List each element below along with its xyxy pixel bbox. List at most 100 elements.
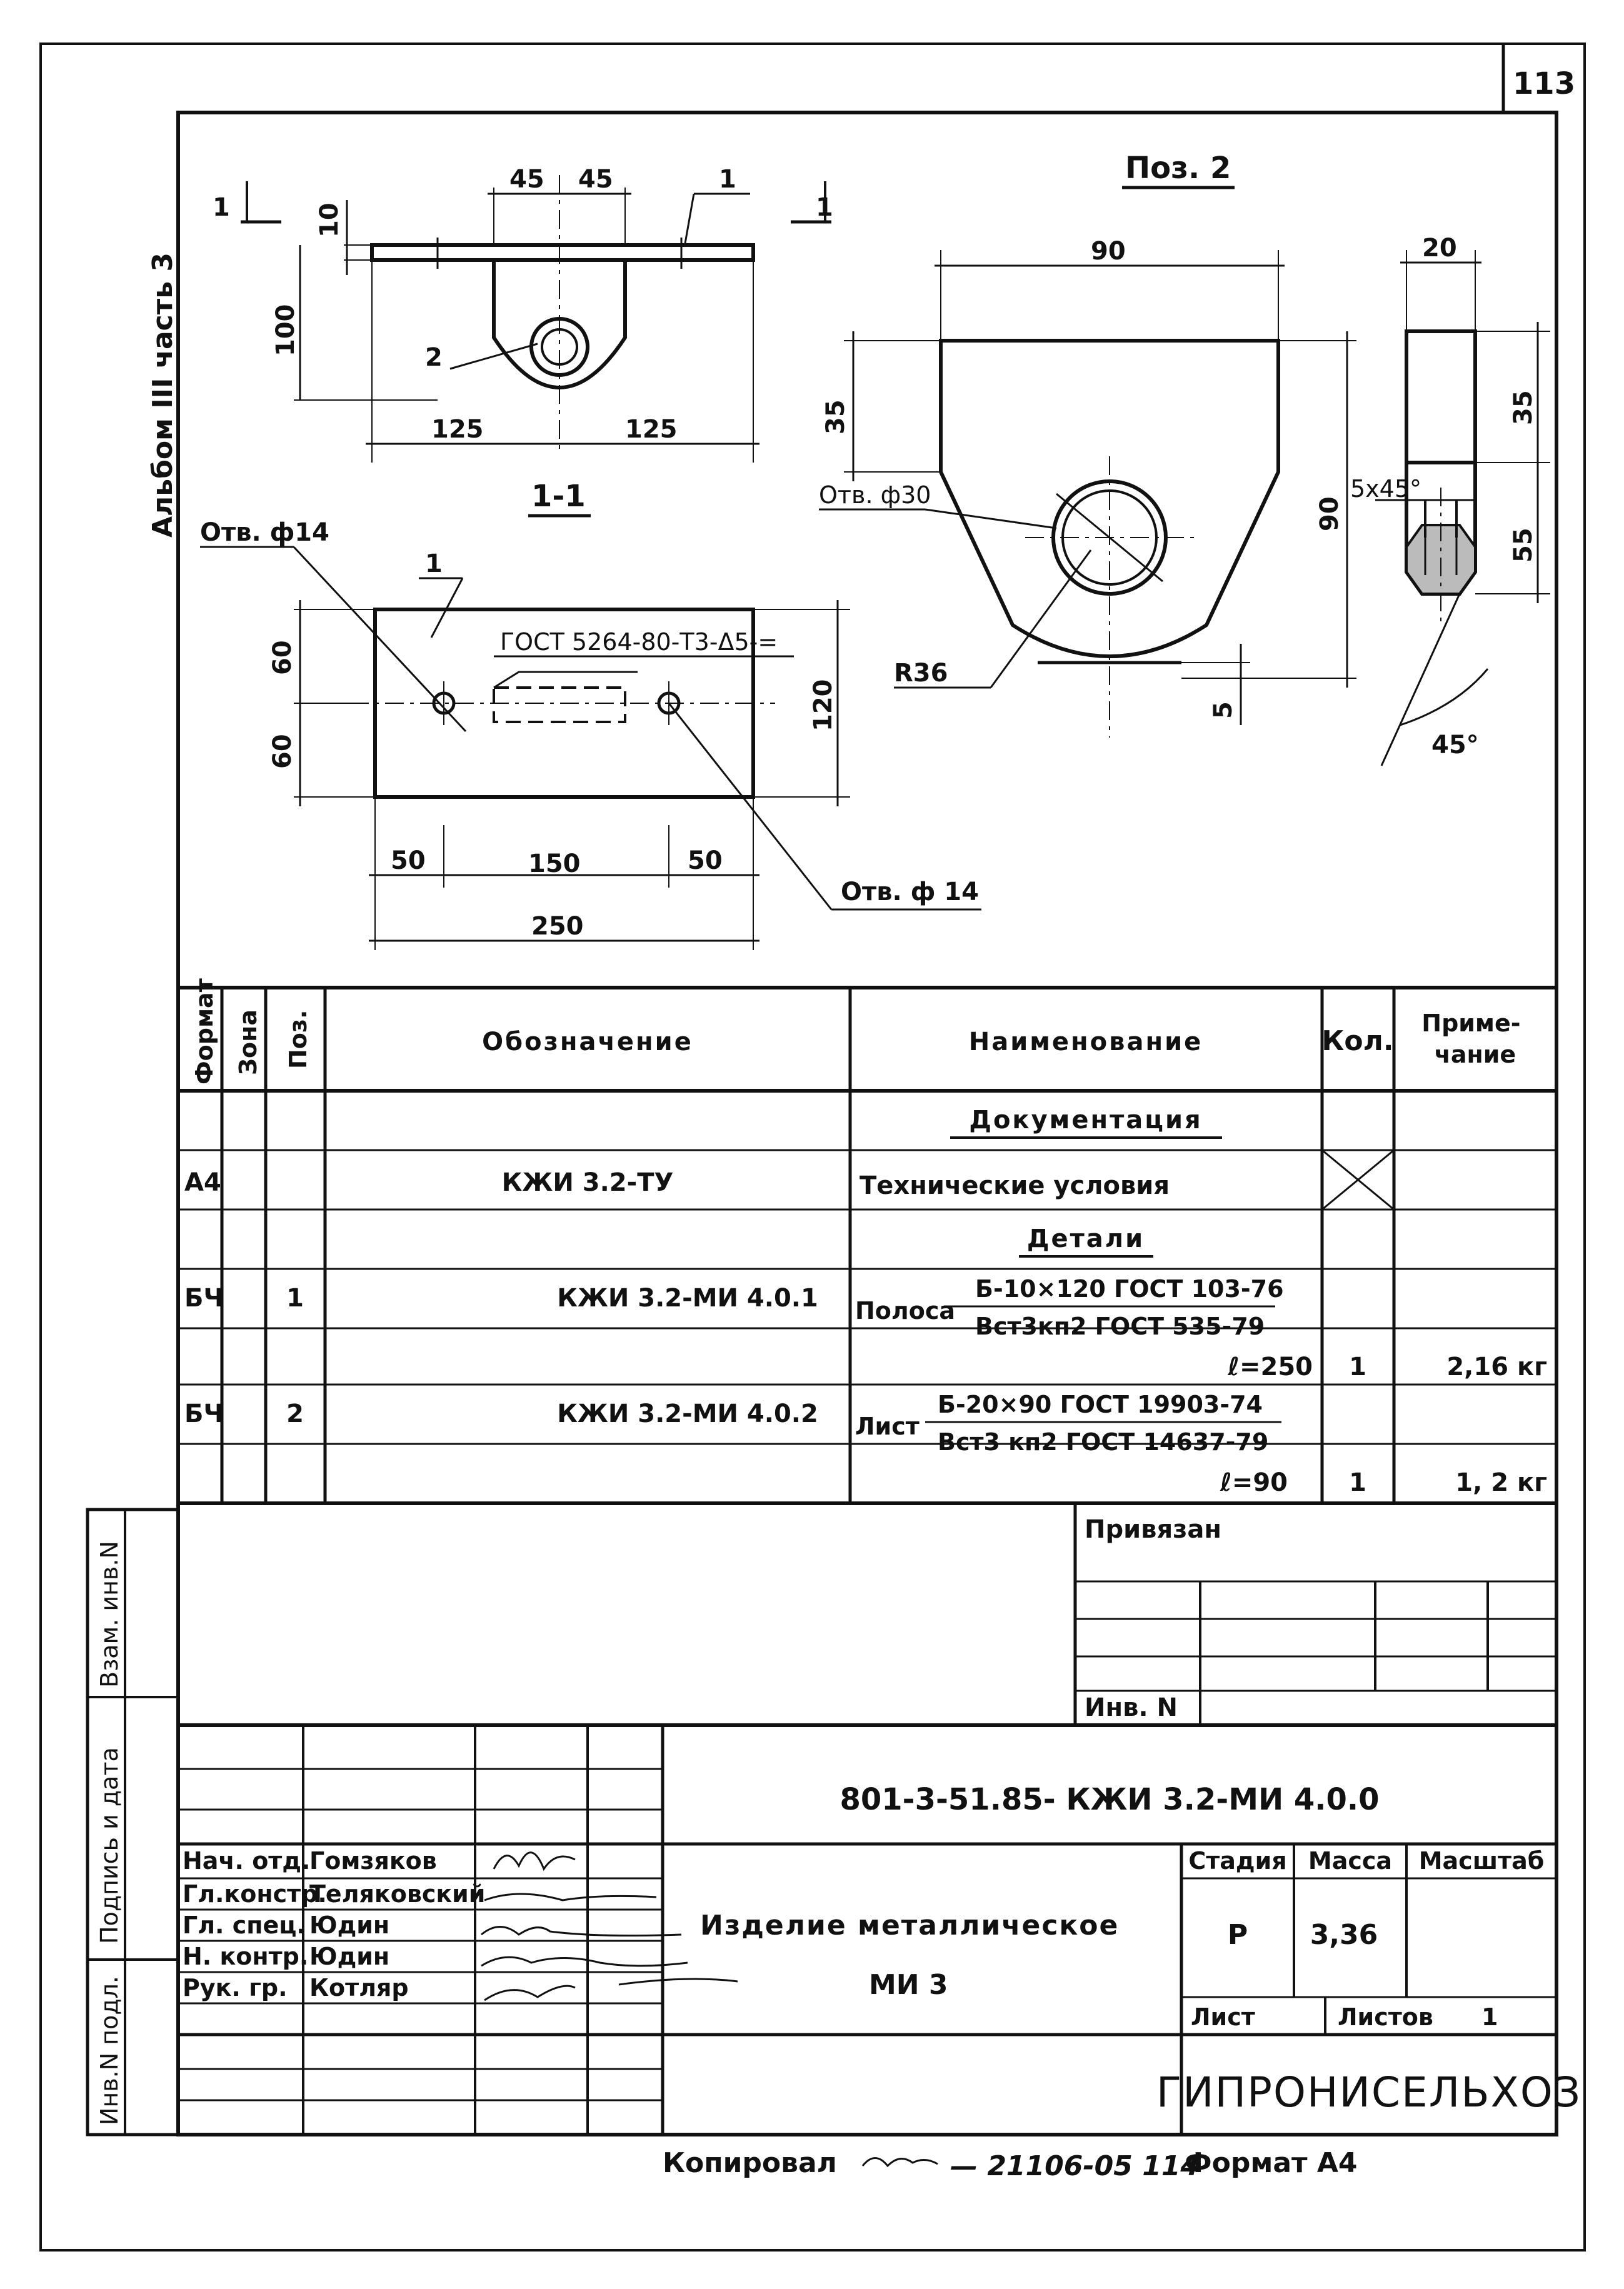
stage-label: Стадия (1188, 1847, 1286, 1875)
section-parts: Детали (1027, 1225, 1145, 1253)
sheet-number: 113 (1513, 66, 1575, 101)
weld-note: ГОСТ 5264-80-Т3-Δ5-= (500, 628, 778, 656)
dim-250: 250 (531, 912, 584, 941)
sheet-label: Лист (1191, 2003, 1255, 2031)
name-5: Котляр (309, 1974, 409, 2001)
role-1: Нач. отд. (183, 1847, 310, 1875)
role-4: Н. контр. (183, 1943, 308, 1970)
side-podpis-data: Подпись и дата (96, 1747, 123, 1944)
row2-frac-top: Б-10×120 ГОСТ 103-76 (975, 1275, 1284, 1303)
row2-length: ℓ=250 (1227, 1353, 1313, 1381)
sheets-label: Листов (1338, 2003, 1433, 2031)
privyazan-block: Привязан Инв. N (1073, 1503, 1556, 1725)
row3-name-prefix: Лист (855, 1413, 920, 1440)
mass-value: 3,36 (1310, 1919, 1378, 1951)
row3-format: БЧ (184, 1400, 224, 1428)
dim-125-left: 125 (431, 415, 484, 444)
header-note-line: Приме- (1421, 1009, 1520, 1037)
dim-10: 10 (315, 203, 344, 238)
callout-1-top: 1 (719, 165, 736, 194)
sheets-value: 1 (1481, 2003, 1498, 2031)
main-frame (176, 111, 1558, 2136)
dim-100: 100 (271, 304, 300, 357)
signatures (481, 1851, 738, 2001)
row2-qty: 1 (1349, 1353, 1366, 1381)
dim-60-top: 60 (268, 640, 297, 675)
chamfer-label: 5x45° (1350, 475, 1421, 503)
row2-note: 2,16 кг (1446, 1353, 1547, 1381)
row3-qty: 1 (1349, 1468, 1366, 1497)
header-note: Приме- чание (1421, 1009, 1528, 1068)
dim-90-top: 90 (1091, 237, 1126, 266)
dim-45-left: 45 (509, 165, 544, 194)
pos2-front-view: 90 35 Отв. ф30 R36 90 5 (819, 237, 1356, 738)
header-qty: Кол. (1321, 1025, 1393, 1057)
dim-20: 20 (1422, 234, 1457, 263)
dim-45-right: 45 (578, 165, 613, 194)
elevation-view: 45 45 1 10 100 2 125 125 (271, 165, 759, 463)
dim-50-left: 50 (391, 846, 426, 875)
hole-label-left: Отв. ф14 (200, 518, 329, 547)
callout-1-plan: 1 (425, 549, 443, 578)
side-stamp: Взам. инв.N Подпись и дата Инв.N подл. (86, 1508, 180, 2136)
copy-number: — 21106-05 114 (950, 2150, 1200, 2182)
header-format: Формат (191, 978, 218, 1084)
dim-50-right: 50 (688, 846, 723, 875)
row3-length: ℓ=90 (1220, 1468, 1288, 1497)
dim-5: 5 (1209, 701, 1238, 719)
section-mark-left: 1 (213, 193, 230, 222)
name-4: Юдин (309, 1943, 389, 1970)
stage-value: Р (1228, 1919, 1248, 1951)
product-name-1: Изделие металлическое (700, 1910, 1119, 1941)
callout-2: 2 (425, 343, 443, 372)
angle-45: 45° (1431, 731, 1479, 759)
header-pos: Поз. (284, 1010, 312, 1069)
dim-55: 55 (1509, 528, 1538, 563)
format-label: Формат А4 (1185, 2147, 1358, 2179)
row3-frac-top: Б-20×90 ГОСТ 19903-74 (938, 1391, 1263, 1418)
header-name: Наименование (969, 1028, 1203, 1056)
organization: ГИПРОНИСЕЛЬХОЗ (1156, 2068, 1581, 2116)
privyazan-label: Привязан (1085, 1515, 1221, 1544)
section-title: 1-1 (531, 479, 586, 514)
role-2: Гл.констр. (183, 1880, 327, 1908)
copied-label: Копировал (663, 2147, 837, 2179)
name-3: Юдин (309, 1911, 389, 1939)
side-vzam-inv: Взам. инв.N (96, 1541, 123, 1688)
scale-label: Масштаб (1419, 1847, 1545, 1875)
dim-90-right: 90 (1315, 496, 1344, 531)
row3-pos: 2 (286, 1400, 304, 1428)
radius-label: R36 (894, 659, 948, 688)
section-docs: Документация (969, 1106, 1202, 1134)
row1-name: Технические условия (860, 1171, 1170, 1200)
inv-n-label: Инв. N (1085, 1693, 1178, 1722)
dim-35-left: 35 (821, 399, 850, 434)
product-name-2: МИ 3 (869, 1969, 948, 2001)
row2-format: БЧ (184, 1284, 224, 1313)
technical-drawing: 1 1 45 45 1 10 (200, 151, 1550, 950)
row2-pos: 1 (286, 1284, 304, 1313)
pos-title: Поз. 2 (1125, 151, 1231, 186)
pos2-side-view: 20 35 55 5x45° 45° (1350, 234, 1550, 766)
header-note-line: чание (1435, 1041, 1516, 1068)
row2-designation: КЖИ 3.2-МИ 4.0.1 (557, 1284, 818, 1313)
side-album-label: Альбом III часть 3 (147, 253, 179, 538)
dim-150: 150 (528, 849, 581, 878)
plan-view: Отв. ф14 1 ГОСТ 5264-80-Т3-Δ5-= Отв. ф 1… (200, 518, 981, 950)
dim-120: 120 (809, 679, 838, 732)
hole-label-pos2: Отв. ф30 (819, 481, 931, 509)
header-designation: Обозначение (482, 1028, 693, 1056)
row3-note: 1, 2 кг (1455, 1468, 1547, 1497)
header-zone: Зона (234, 1009, 262, 1075)
row1-format: А4 (184, 1168, 221, 1197)
mass-label: Масса (1308, 1847, 1392, 1875)
spec-table: Формат Зона Поз. Обозначение Наименовани… (178, 978, 1556, 1505)
outer-frame (39, 43, 1586, 2251)
footer: Копировал — 21106-05 114 Формат А4 (663, 2147, 1358, 2182)
hole-label-right: Отв. ф 14 (841, 878, 979, 906)
dim-60-bottom: 60 (268, 734, 297, 769)
name-2: Теляковский (309, 1880, 485, 1908)
doc-code: 801-3-51.85- КЖИ 3.2-МИ 4.0.0 (840, 1782, 1379, 1817)
dim-125-right: 125 (625, 415, 678, 444)
row2-frac-bot: Вст3кп2 ГОСТ 535-79 (975, 1313, 1265, 1340)
